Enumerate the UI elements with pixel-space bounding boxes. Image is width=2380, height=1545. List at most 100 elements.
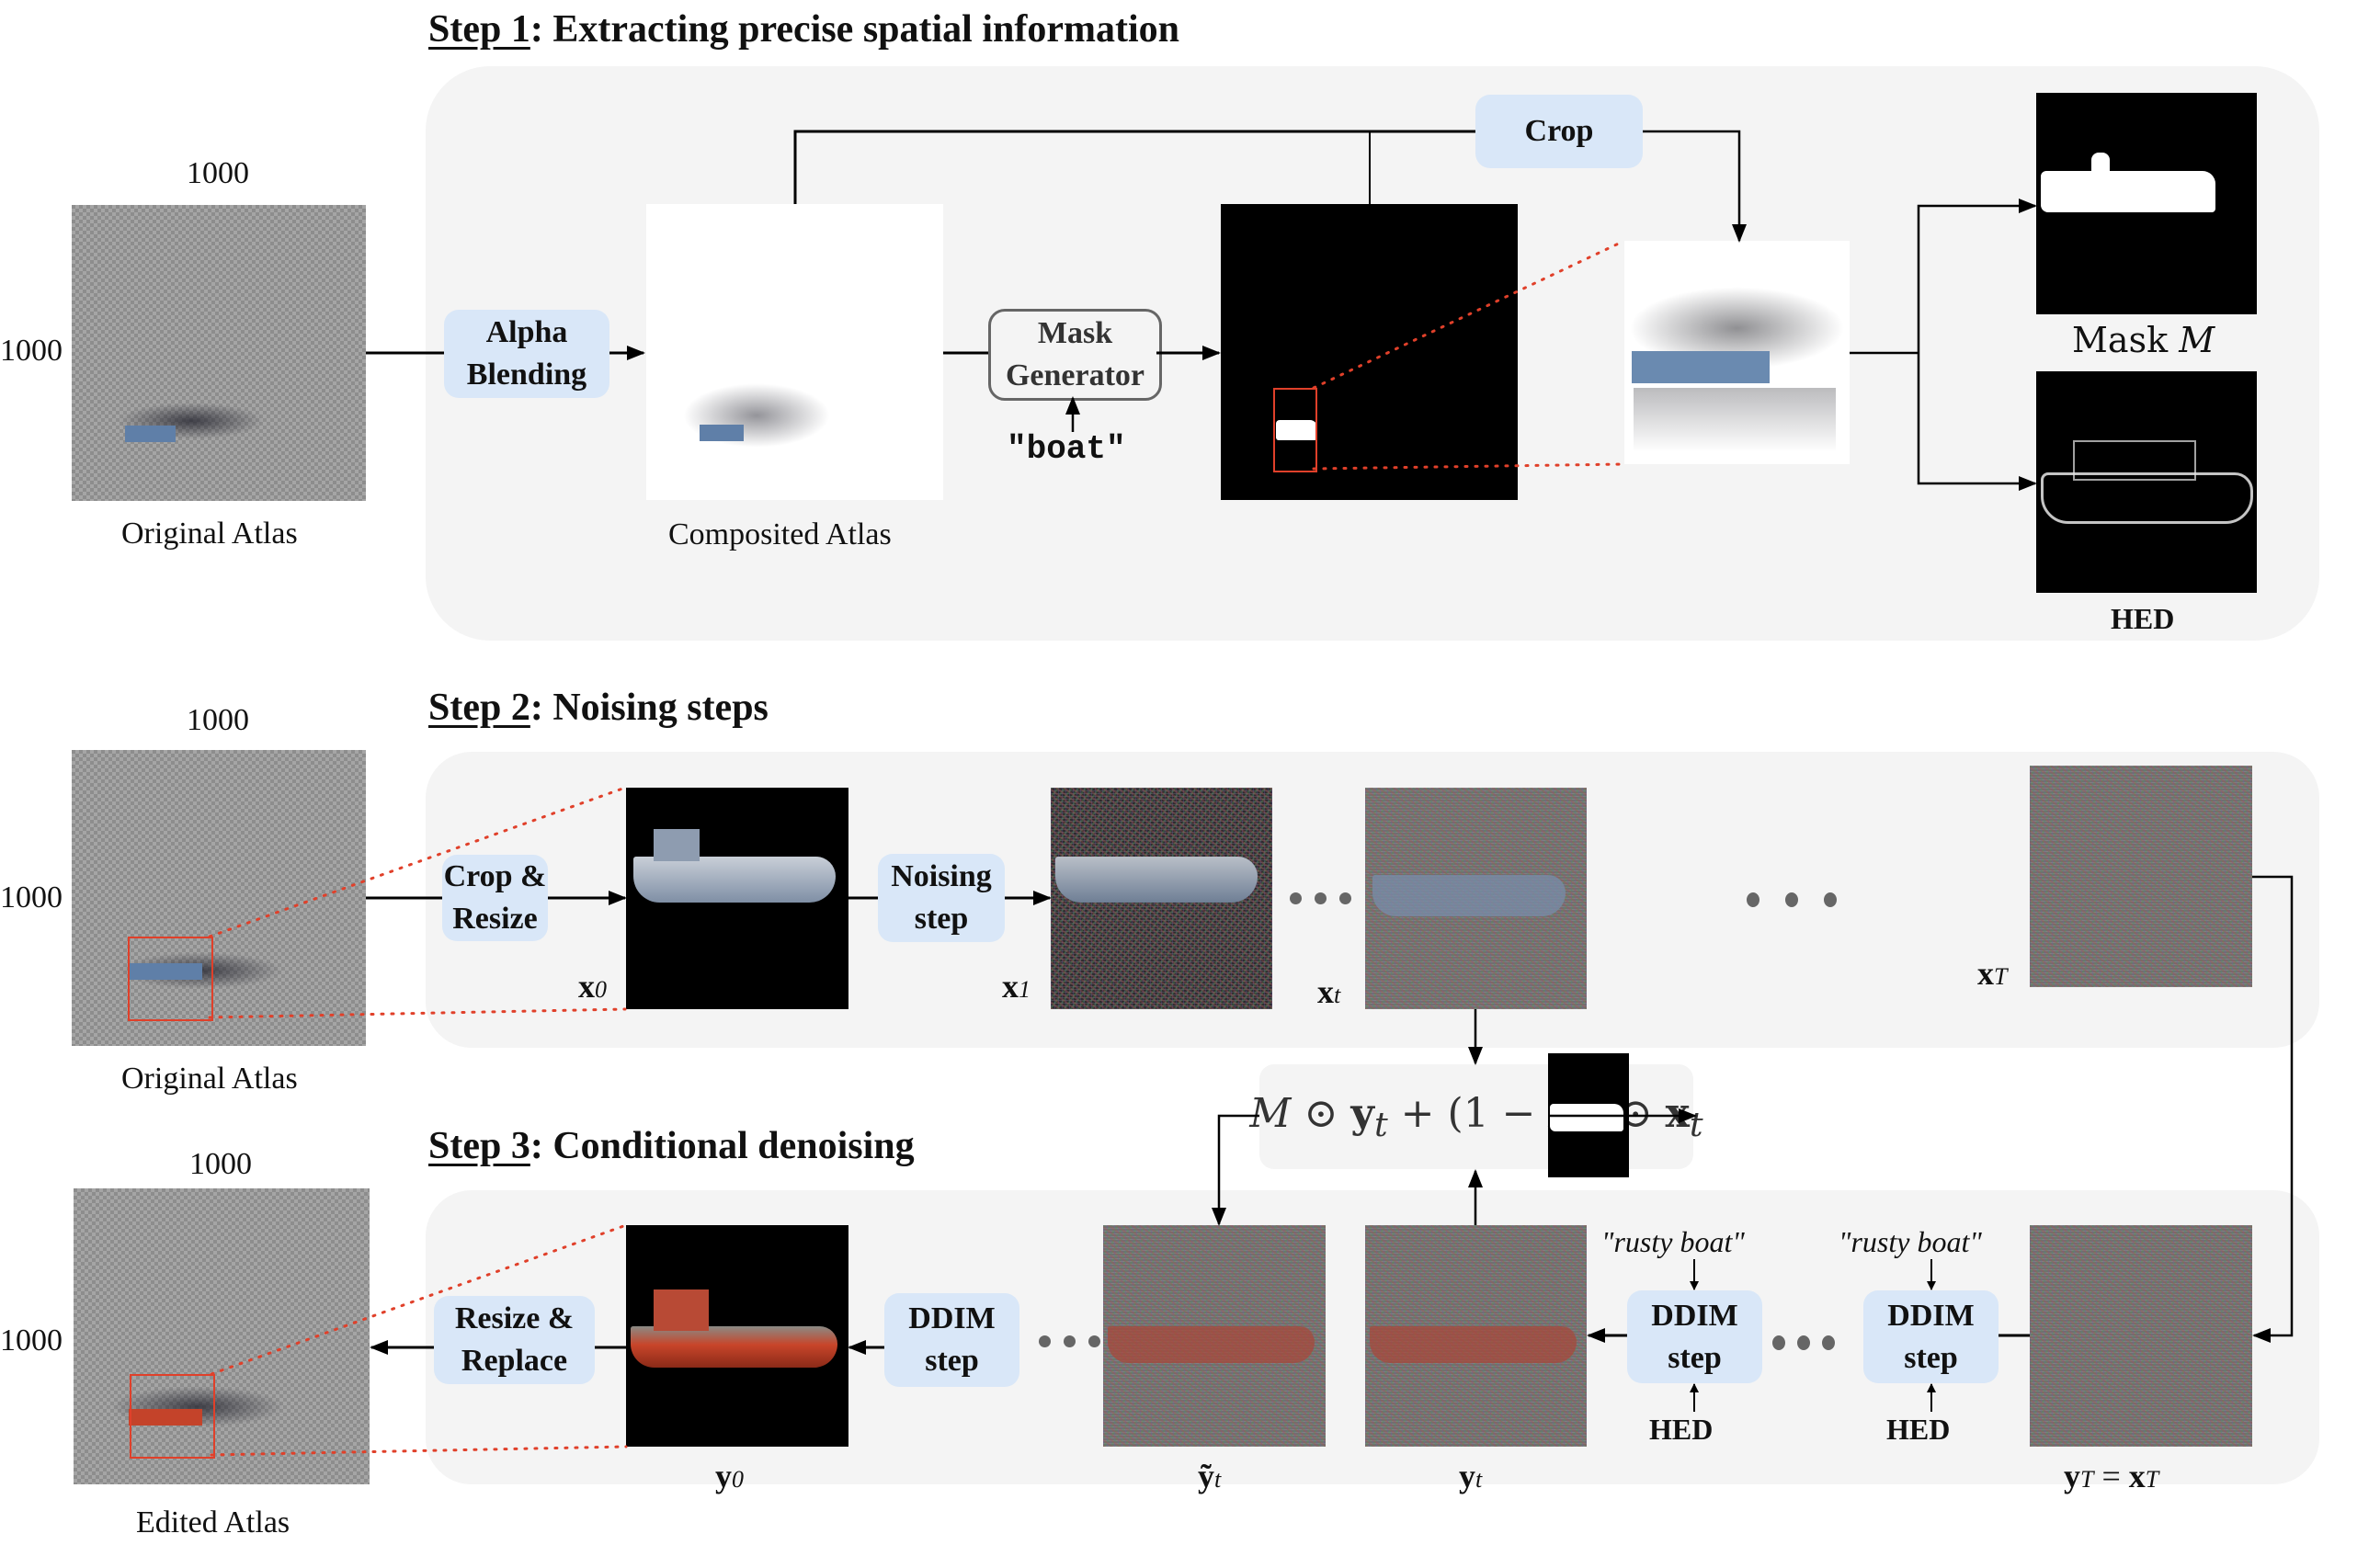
yT-image [2030,1225,2252,1447]
zoom-line-step3-top [210,1223,628,1376]
rusty-boat-prompt-1: "rusty boat" [1601,1225,1745,1258]
mask-m-image [2036,93,2257,314]
crop-box: Crop [1475,95,1643,168]
step1-title: Step 1: Extracting precise spatial infor… [428,7,1179,51]
yt-tilde-subscript: t [1214,1466,1222,1493]
mask-shape [1550,1104,1623,1131]
dot [1797,1335,1810,1350]
arrow-crop-to-cropped [1643,130,1747,243]
crop-resize-box: Crop &Resize [442,855,548,941]
dot [1785,892,1798,907]
formula-plus: + (1 − [1400,1089,1549,1137]
formula-M: M [1249,1089,1292,1137]
edited-atlas-image [74,1188,370,1484]
yt-tilde-symbol: ỹ [1198,1458,1214,1494]
xT-subscript-2: T [2145,1466,2159,1493]
dot [1039,1335,1051,1347]
y0-image [626,1225,848,1447]
zoom-line-step3-bottom [210,1445,628,1457]
dot [1064,1335,1076,1347]
mask-generator-line1: Mask [1037,316,1113,350]
dot [1315,892,1327,904]
resize-replace-box: Resize &Replace [434,1296,595,1384]
xT-symbol: x [1977,955,1994,992]
xt-label: xt [1317,972,1340,1011]
xT-image [2030,766,2252,987]
xt-subscript: t [1334,982,1341,1008]
step2-title: Step 2: Noising steps [428,686,769,730]
boat-hull [700,425,744,441]
step3-replace-region [130,1374,215,1459]
boat-hull [129,963,202,980]
zoom-line-step1-bottom [1312,462,1626,471]
mask-generator-line2: Generator [1005,358,1145,392]
yt-symbol: y [1459,1458,1475,1494]
mask-label-text: Mask [2072,320,2169,360]
step3-ellipsis-2 [1772,1335,1835,1350]
step1-title-text: : Extracting precise spatial information [530,8,1180,51]
boat-hull [125,426,176,442]
boat-hull-red [631,1326,837,1368]
step2-ellipsis-1 [1290,892,1351,904]
rusty-boat-prompt-2: "rusty boat" [1839,1225,1982,1258]
hed-condition-1: HED [1649,1413,1714,1446]
x0-label: x0 [578,967,607,1005]
hed-condition-2: HED [1886,1413,1951,1446]
yT-symbol: y [2064,1458,2080,1494]
arrow-xT-to-yT [2252,875,2294,1343]
yt-tilde-label: ỹt [1198,1457,1221,1495]
yt-tilde-image [1103,1225,1326,1447]
x1-label: x1 [1002,967,1031,1005]
zoom-line-step1-top [1312,239,1626,390]
yt-image [1365,1225,1587,1447]
xt-image [1365,788,1587,1009]
xt-symbol: x [1317,973,1334,1010]
mask-shape-cabin [2091,153,2110,176]
mask-crop-region [1273,388,1317,472]
dot [1290,892,1302,904]
line-composited-to-crop [793,130,1475,204]
hed-edges-cabin [2073,440,2196,481]
step3-ellipsis-1 [1039,1335,1100,1347]
yt-subscript: t [1475,1466,1483,1493]
x0-symbol: x [578,968,595,1005]
step1-dim-height: 1000 [0,334,63,368]
y0-symbol: y [715,1458,732,1494]
zoom-line-step2-top [208,786,627,938]
y0-label: y0 [715,1457,744,1495]
yT-eq-xT-label: yT = xT [2064,1457,2158,1495]
zoom-line-step2-bottom [208,1007,627,1019]
boat-hull [1372,875,1566,916]
step2-title-text: : Noising steps [530,687,769,729]
noising-step-line1: Noising [891,859,992,893]
mask-output-image [1221,204,1518,500]
alpha-blending-line2: Blending [466,358,587,392]
arrow-branch-to-mask [1917,199,2037,353]
boat-hull-red [129,1409,202,1426]
dot [1822,1335,1835,1350]
step3-dim-height: 1000 [0,1323,63,1358]
step3-title: Step 3: Conditional denoising [428,1124,915,1168]
resize-replace-line1: Resize & [454,1301,575,1335]
step2-dim-width: 1000 [187,703,249,737]
mask-prompt-boat: "boat" [1007,430,1126,468]
x1-subscript: 1 [1019,976,1031,1003]
step2-dim-height: 1000 [0,880,63,915]
noising-step-line2: step [914,902,969,936]
x0-subscript: 0 [595,976,607,1003]
mask-symbol: M [2179,320,2215,360]
cropped-composited-image [1624,241,1850,464]
step3-title-text: : Conditional denoising [530,1125,915,1167]
hed-image [2036,371,2257,593]
xT-label: xT [1977,954,2007,993]
step1-original-atlas-image [72,205,366,501]
noising-step-box: Noising step [878,854,1005,942]
boat-hull-red [1108,1326,1315,1363]
crop-resize-line1: Crop & [443,859,547,893]
composited-atlas-image [646,204,943,500]
boat-hull [1055,857,1258,903]
step1-dim-width: 1000 [187,156,249,190]
